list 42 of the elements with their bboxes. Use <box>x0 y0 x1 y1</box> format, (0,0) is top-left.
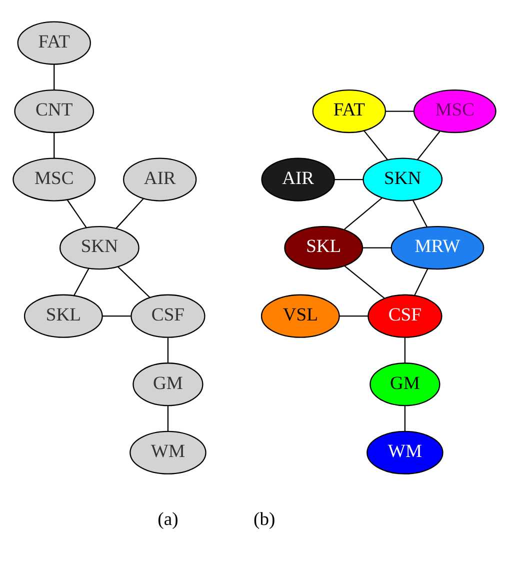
node-ellipse: GM <box>370 362 440 406</box>
connector <box>344 266 385 299</box>
node-ellipse: GM <box>132 362 204 406</box>
node-ellipse: AIR <box>122 158 197 202</box>
node-ellipse: VSL <box>260 294 340 338</box>
node-ellipse: WM <box>130 430 206 474</box>
node-ellipse: FAT <box>312 89 386 134</box>
connector <box>116 198 144 229</box>
node-ellipse: MSC <box>413 89 496 134</box>
connector <box>67 200 87 228</box>
node-ellipse: CSF <box>368 294 442 338</box>
node-ellipse: CNT <box>14 89 94 134</box>
connector <box>362 247 392 248</box>
connector <box>386 110 414 112</box>
node-ellipse: FAT <box>17 21 91 65</box>
connector <box>344 198 382 230</box>
node-ellipse: SKL <box>24 294 103 338</box>
connector <box>417 131 440 160</box>
node-ellipse: WM <box>366 430 444 474</box>
connector <box>414 268 428 296</box>
connector <box>334 178 364 180</box>
connector <box>102 316 131 317</box>
connector <box>404 338 406 363</box>
node-ellipse: MSC <box>12 158 96 202</box>
connector <box>54 132 55 158</box>
connector <box>118 266 150 298</box>
connector <box>167 338 169 363</box>
node-ellipse: SKN <box>362 158 443 202</box>
connector <box>54 64 55 90</box>
connector <box>167 406 169 432</box>
node-ellipse: SKN <box>60 226 140 270</box>
label: (a) <box>158 508 178 530</box>
node-ellipse: SKL <box>284 226 364 270</box>
connector <box>339 316 368 317</box>
node-ellipse: MRW <box>390 226 484 270</box>
connector <box>74 268 90 296</box>
node-ellipse: CSF <box>130 294 206 338</box>
node-ellipse: AIR <box>261 158 335 202</box>
label: (b) <box>254 508 276 530</box>
connector <box>364 130 388 160</box>
connector <box>404 406 406 432</box>
connector <box>412 200 428 228</box>
